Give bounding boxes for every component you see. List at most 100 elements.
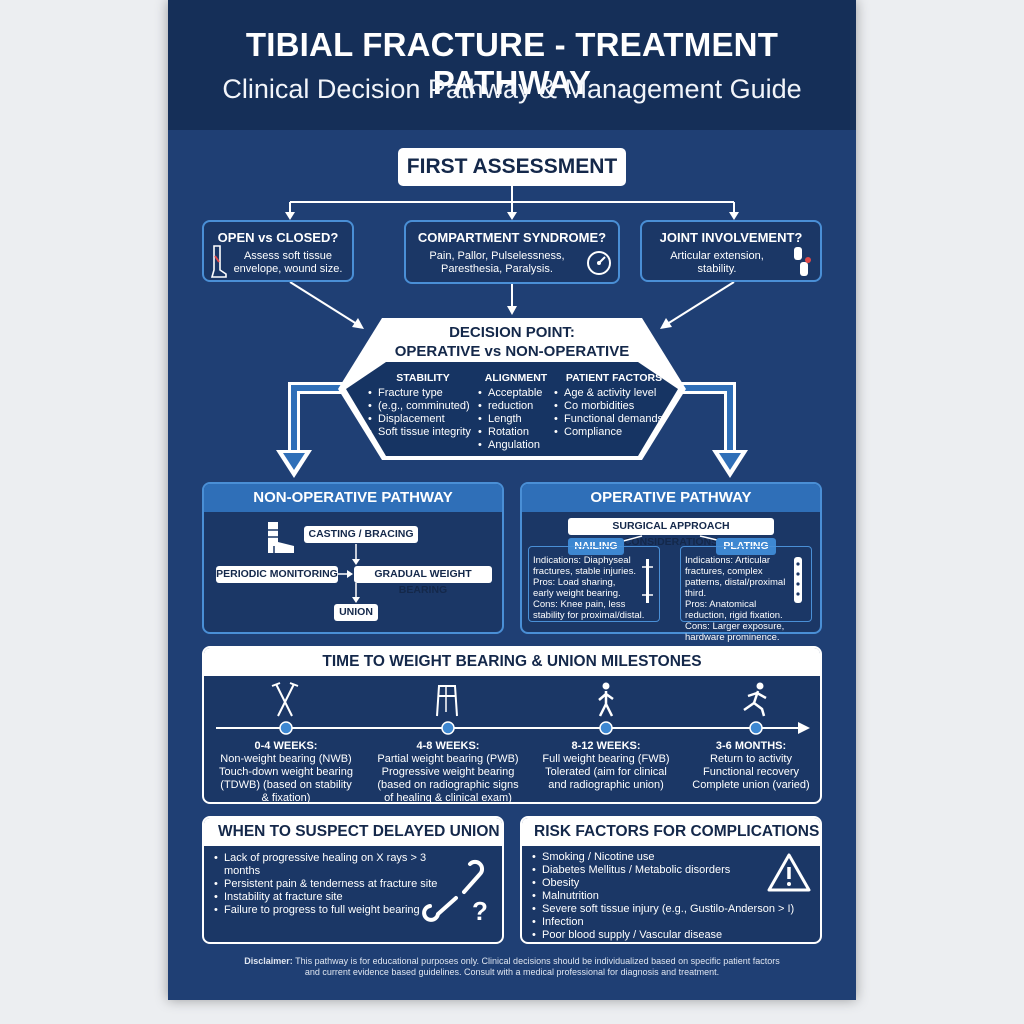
milestone-line: Touch-down weight bearing: [219, 766, 353, 778]
svg-text:?: ?: [472, 896, 488, 926]
milestone-period: 3-6 MONTHS:: [715, 740, 787, 752]
list-item: Persistent pain & tenderness at fracture…: [214, 878, 464, 891]
risk-factors-panel: RISK FACTORS FOR COMPLICATIONS Smoking /…: [520, 816, 822, 944]
milestones-title: TIME TO WEIGHT BEARING & UNION MILESTONE…: [204, 648, 820, 676]
decision-col-alignment: ALIGNMENT Acceptable reduction Length Ro…: [478, 372, 554, 452]
decision-title: DECISION POINT:: [449, 324, 575, 341]
milestone-line: Non-weight bearing (NWB): [220, 753, 352, 765]
milestone-period: 0-4 WEEKS:: [254, 740, 318, 752]
broken-bone-icon: ?: [422, 859, 488, 926]
milestone-line: Full weight bearing (FWB): [542, 753, 670, 765]
decision-item: Displacement: [368, 413, 478, 426]
surgical-approach-label: SURGICAL APPROACH CONSIDERATIONS: [568, 518, 774, 548]
decision-item: Length: [478, 413, 554, 426]
milestone-line: of healing & clinical exam): [384, 792, 512, 804]
assess-box-joint: JOINT INVOLVEMENT? Articular extension, …: [640, 220, 822, 282]
list-item: Obesity: [532, 877, 818, 890]
disclaimer-text: and current evidence based guidelines. C…: [304, 967, 720, 977]
milestone-line: (TDWB) (based on stability: [220, 779, 352, 791]
assess-text: Assess soft tissue: [243, 250, 333, 262]
assess-title: COMPARTMENT SYNDROME?: [417, 230, 607, 245]
weight-bearing-step: GRADUAL WEIGHT BEARING: [354, 566, 492, 596]
pressure-gauge-icon: [587, 251, 611, 275]
decision-col-head: ALIGNMENT: [484, 372, 548, 384]
decision-col-stability: STABILITY Fracture type (e.g., comminute…: [368, 372, 478, 439]
assess-text: Paresthesia, Paralysis.: [441, 263, 553, 275]
leg-wound-icon: [210, 245, 227, 278]
non-operative-panel: NON-OPERATIVE PATHWAY CASTING / BRACING …: [202, 482, 504, 634]
decision-item: Compliance: [554, 426, 674, 439]
top-connectors: [276, 186, 748, 478]
decision-item: Functional demands: [554, 413, 674, 426]
poster: TIBIAL FRACTURE - TREATMENT PATHWAY Clin…: [168, 0, 856, 1000]
list-item: Severe soft tissue injury (e.g., Gustilo…: [532, 903, 818, 916]
decision-col-head: STABILITY: [396, 372, 450, 384]
page-subtitle: Clinical Decision Pathway & Management G…: [222, 74, 802, 104]
header: TIBIAL FRACTURE - TREATMENT PATHWAY Clin…: [168, 0, 856, 130]
milestone-period: 8-12 WEEKS:: [571, 740, 641, 752]
decision-item: Co morbidities: [554, 400, 674, 413]
nailing-cons: Cons: Knee pain, less stability for prox…: [533, 599, 645, 621]
crutches-icon: [271, 682, 299, 717]
plating-indications: Indications: Articular fractures, comple…: [685, 555, 786, 599]
milestone-stage: 3-6 MONTHS: Return to activity Functiona…: [686, 740, 816, 792]
timeline: [216, 721, 810, 735]
milestone-period: 4-8 WEEKS:: [416, 740, 480, 752]
milestone-line: Partial weight bearing (PWB): [377, 753, 519, 765]
risk-factors-list: Smoking / Nicotine use Diabetes Mellitus…: [532, 851, 818, 942]
monitoring-step: PERIODIC MONITORING: [216, 566, 338, 583]
disclaimer: Disclaimer: This pathway is for educatio…: [188, 956, 836, 978]
milestone-stage: 8-12 WEEKS: Full weight bearing (FWB) To…: [536, 740, 676, 792]
delayed-union-panel: WHEN TO SUSPECT DELAYED UNION Lack of pr…: [202, 816, 504, 944]
decision-item: Age & activity level: [554, 387, 674, 400]
warning-icon: [767, 853, 811, 892]
disclaimer-label: Disclaimer:: [244, 956, 293, 966]
milestone-line: Complete union (varied): [692, 779, 810, 791]
decision-subtitle: OPERATIVE vs NON-OPERATIVE: [394, 343, 630, 360]
assess-text: envelope, wound size.: [233, 263, 343, 275]
running-person-icon: [743, 682, 767, 717]
milestones-panel: TIME TO WEIGHT BEARING & UNION MILESTONE…: [202, 646, 822, 804]
non-operative-title: NON-OPERATIVE PATHWAY: [204, 484, 502, 512]
milestone-line: (based on radiographic signs: [377, 779, 519, 791]
assess-box-open-closed: OPEN vs CLOSED? Assess soft tissue envel…: [202, 220, 354, 282]
assess-text: stability.: [697, 263, 737, 275]
assess-text: Pain, Pallor, Pulselessness,: [429, 250, 565, 262]
milestone-line: Tolerated (aim for clinical: [545, 766, 667, 778]
plating-cons: Cons: Larger exposure, hardware prominen…: [685, 621, 785, 643]
milestone-stage: 0-4 WEEKS: Non-weight bearing (NWB) Touc…: [216, 740, 356, 805]
decision-item: Angulation: [478, 439, 554, 452]
milestone-line: and radiographic union): [548, 779, 664, 791]
list-item: Instability at fracture site: [214, 891, 464, 904]
union-step: UNION: [334, 604, 378, 621]
plate-implant-icon: [794, 557, 802, 603]
risk-factors-title: RISK FACTORS FOR COMPLICATIONS: [522, 818, 820, 846]
decision-item: (e.g., comminuted): [368, 400, 478, 413]
decision-col-head: PATIENT FACTORS: [565, 372, 663, 384]
milestone-line: Return to activity: [710, 753, 792, 765]
first-assessment-label: FIRST ASSESSMENT: [398, 148, 626, 186]
milestone-stage: 4-8 WEEKS: Partial weight bearing (PWB) …: [370, 740, 526, 805]
plating-pros: Pros: Anatomical reduction, rigid fixati…: [685, 599, 783, 621]
assess-title: OPEN vs CLOSED?: [217, 230, 339, 245]
operative-title: OPERATIVE PATHWAY: [522, 484, 820, 512]
decision-item: Rotation: [478, 426, 554, 439]
nailing-pros: Pros: Load sharing, early weight bearing…: [533, 577, 621, 599]
list-item: Failure to progress to full weight beari…: [214, 904, 464, 917]
knee-joint-icon: [794, 247, 811, 276]
decision-item: Soft tissue integrity: [368, 426, 478, 439]
page-title: TIBIAL FRACTURE - TREATMENT PATHWAY: [245, 26, 779, 101]
milestone-line: Functional recovery: [703, 766, 799, 778]
delayed-union-title: WHEN TO SUSPECT DELAYED UNION: [204, 818, 502, 846]
list-item: Diabetes Mellitus / Metabolic disorders: [532, 864, 818, 877]
walker-icon: [436, 685, 458, 717]
operative-panel: OPERATIVE PATHWAY SURGICAL APPROACH CONS…: [520, 482, 822, 643]
cast-icon: [268, 522, 294, 553]
disclaimer-text: This pathway is for educational purposes…: [292, 956, 780, 966]
casting-step: CASTING / BRACING: [304, 526, 418, 543]
list-item: Smoking / Nicotine use: [532, 851, 818, 864]
nail-implant-icon: [642, 559, 653, 603]
list-item: Poor blood supply / Vascular disease: [532, 929, 818, 942]
list-item: Malnutrition: [532, 890, 818, 903]
nailing-indications: Indications: Diaphyseal fractures, stabl…: [533, 555, 636, 577]
